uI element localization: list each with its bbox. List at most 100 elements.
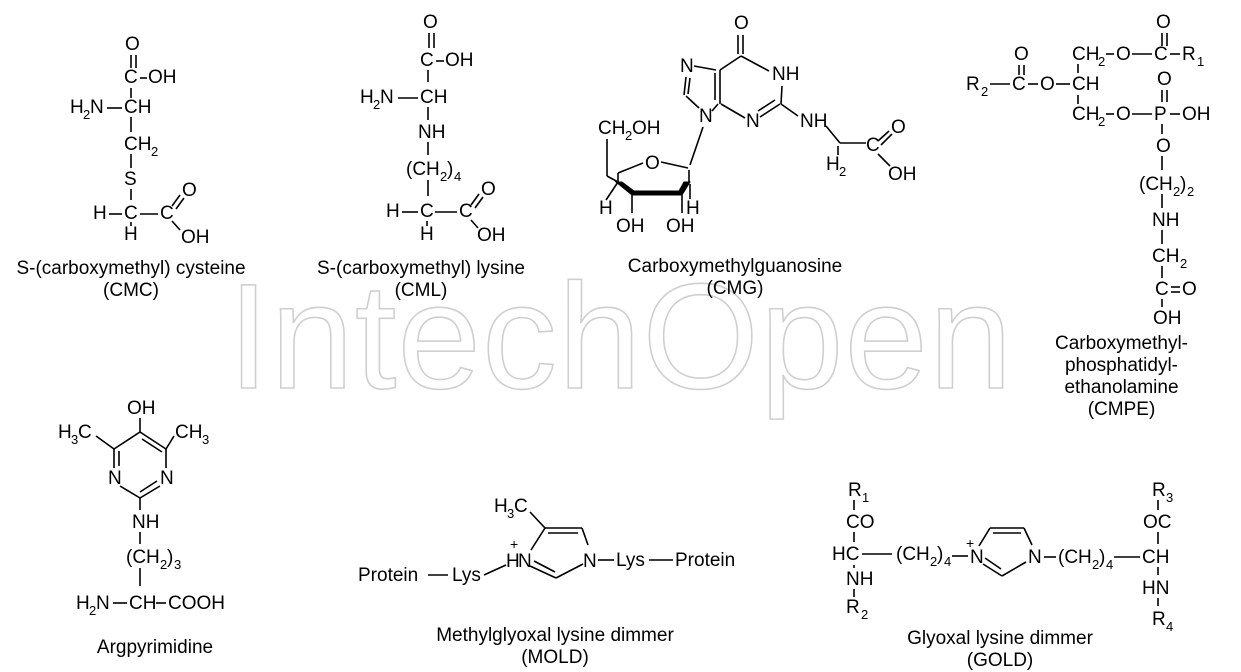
svg-text:N: N <box>96 593 110 614</box>
svg-text:CH: CH <box>1142 547 1169 568</box>
svg-text:2: 2 <box>89 603 96 618</box>
svg-text:P: P <box>1154 104 1167 125</box>
svg-text:3: 3 <box>202 432 209 447</box>
caption-gold: Glyoxal lysine dimmer (GOLD) <box>870 628 1130 672</box>
svg-text:H: H <box>686 198 700 219</box>
caption-cmpe-name-line2: ethanolamine <box>1064 377 1179 398</box>
caption-argpyrimidine-name: Argpyrimidine <box>96 637 214 658</box>
svg-text:H: H <box>599 198 613 219</box>
svg-text:H: H <box>93 203 107 224</box>
svg-text:CH: CH <box>129 593 156 614</box>
svg-text:O: O <box>1014 44 1029 65</box>
svg-text:(CH: (CH <box>1139 174 1173 195</box>
svg-text:2: 2 <box>373 97 380 112</box>
svg-text:): ) <box>447 159 453 180</box>
svg-text:R: R <box>1152 609 1166 630</box>
svg-text:S: S <box>124 169 137 190</box>
svg-text:Lys: Lys <box>452 565 481 586</box>
svg-text:O: O <box>1116 44 1131 65</box>
watermark-logo: IntechOpen <box>227 251 1014 421</box>
svg-text:4: 4 <box>454 169 461 184</box>
svg-text:C: C <box>1012 74 1026 95</box>
svg-text:O: O <box>1116 104 1131 125</box>
caption-cmc-name: S-(carboxymethyl) cysteine <box>16 258 246 279</box>
svg-text:2: 2 <box>151 144 158 159</box>
svg-text:Protein: Protein <box>358 565 418 586</box>
svg-text:2: 2 <box>1098 114 1105 129</box>
svg-text:C: C <box>866 135 880 156</box>
svg-text:OH: OH <box>1182 104 1211 125</box>
svg-text:N: N <box>380 87 394 108</box>
svg-text:HC: HC <box>832 544 859 565</box>
svg-text:N: N <box>518 551 532 572</box>
svg-text:O: O <box>1182 279 1197 300</box>
svg-text:4: 4 <box>1106 557 1113 572</box>
svg-text:H: H <box>76 593 90 614</box>
svg-text:N: N <box>90 97 104 118</box>
svg-text:C: C <box>160 203 174 224</box>
svg-text:2: 2 <box>1092 557 1099 572</box>
svg-text:OC: OC <box>1143 512 1172 533</box>
svg-text:3: 3 <box>507 506 514 521</box>
svg-text:H: H <box>124 224 138 245</box>
svg-text:CH: CH <box>420 87 447 108</box>
caption-cml: S-(carboxymethyl) lysine (CML) <box>296 258 546 302</box>
svg-text:H: H <box>386 201 400 222</box>
svg-text:(CH: (CH <box>1058 547 1092 568</box>
svg-text:CO: CO <box>846 512 875 533</box>
svg-text:CH: CH <box>1072 74 1099 95</box>
svg-text:O: O <box>891 117 906 138</box>
svg-text:O: O <box>1156 12 1171 33</box>
svg-text:2: 2 <box>160 557 167 572</box>
caption-mold-name: Methylglyoxal lysine dimmer <box>436 625 674 646</box>
svg-text:O: O <box>734 13 749 34</box>
svg-text:(CH: (CH <box>406 159 440 180</box>
svg-text:C: C <box>459 201 473 222</box>
svg-text:R: R <box>848 480 862 501</box>
svg-text:CH: CH <box>124 134 151 155</box>
svg-text:2: 2 <box>1098 54 1105 69</box>
svg-text:Protein: Protein <box>675 550 735 571</box>
svg-text:2: 2 <box>1180 256 1187 271</box>
svg-text:3: 3 <box>71 432 78 447</box>
svg-text:+: + <box>966 535 974 551</box>
svg-text:+: + <box>510 536 518 552</box>
svg-text:2: 2 <box>1187 184 1194 199</box>
svg-text:N: N <box>970 547 984 568</box>
svg-text:C: C <box>78 422 92 443</box>
svg-text:C: C <box>1154 44 1168 65</box>
svg-text:OH: OH <box>632 118 661 139</box>
svg-text:OH: OH <box>1153 308 1182 329</box>
svg-text:(CH: (CH <box>896 544 930 565</box>
svg-text:N: N <box>680 56 694 77</box>
svg-text:H: H <box>826 154 840 175</box>
svg-text:NH: NH <box>772 64 799 85</box>
caption-gold-name: Glyoxal lysine dimmer <box>907 628 1093 649</box>
svg-text:OH: OH <box>888 164 917 185</box>
caption-mold: Methylglyoxal lysine dimmer (MOLD) <box>410 625 700 669</box>
svg-text:NH: NH <box>418 122 445 143</box>
svg-text:R: R <box>846 597 860 618</box>
svg-text:N: N <box>746 111 760 132</box>
svg-text:CH: CH <box>1072 104 1099 125</box>
svg-text:OH: OH <box>127 398 156 419</box>
svg-text:N: N <box>699 106 713 127</box>
svg-text:2: 2 <box>981 84 988 99</box>
caption-cml-name: S-(carboxymethyl) lysine <box>317 258 525 279</box>
svg-text:C: C <box>514 496 528 517</box>
svg-text:(CH: (CH <box>126 547 160 568</box>
caption-cmg-abbr: (CMG) <box>706 278 764 299</box>
svg-text:2: 2 <box>83 107 90 122</box>
svg-text:OH: OH <box>181 227 210 248</box>
svg-text:O: O <box>645 153 660 174</box>
svg-text:OH: OH <box>148 67 177 88</box>
svg-text:C: C <box>124 203 138 224</box>
svg-text:OH: OH <box>666 216 695 237</box>
caption-mold-abbr: (MOLD) <box>521 647 589 668</box>
